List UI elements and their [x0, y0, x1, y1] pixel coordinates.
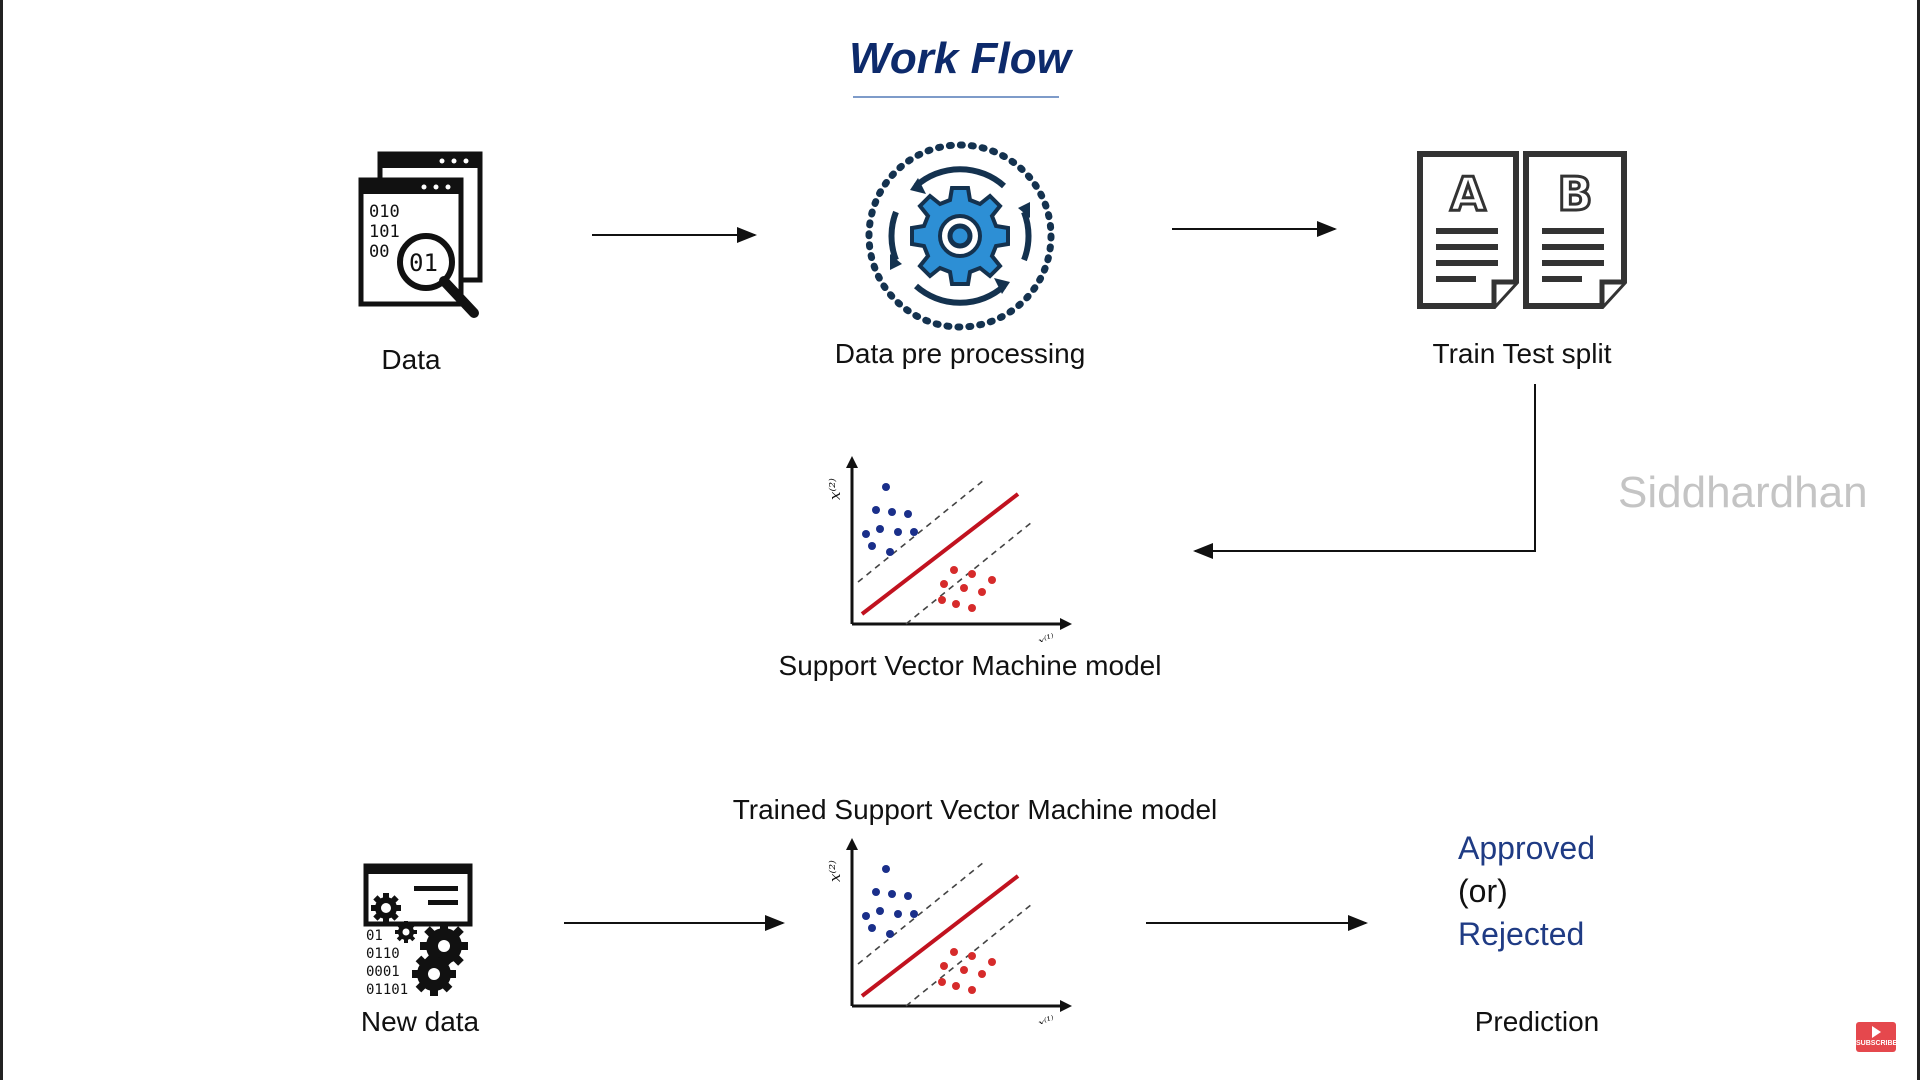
svg-text:B: B [1557, 167, 1592, 221]
step-split-label: Train Test split [1432, 338, 1612, 369]
step-preprocessing-label: Data pre processing [834, 338, 1086, 369]
svg-text:A: A [1450, 167, 1486, 221]
subscribe-label: SUBSCRIBE [1856, 1040, 1898, 1047]
step-model-label: Support Vector Machine model [778, 650, 1162, 681]
step-new-data-label: New data [360, 1006, 480, 1037]
outcome-or: (or) [1458, 873, 1508, 909]
play-icon [1871, 1026, 1881, 1038]
svg-text:01: 01 [409, 249, 438, 277]
svg-text:101: 101 [369, 222, 400, 242]
gear-process-icon [865, 141, 1055, 331]
data-file-search-icon: 010 101 00 01 [358, 151, 483, 318]
outcome-approved: Approved [1458, 830, 1595, 866]
svg-text:0001: 0001 [366, 964, 400, 980]
svg-text:x⁽²⁾: x⁽²⁾ [826, 478, 844, 500]
arrow-split-to-model [1193, 384, 1536, 559]
frame-border-right [1917, 0, 1920, 1080]
svg-text:01: 01 [366, 928, 383, 944]
svg-text:x⁽¹⁾: x⁽¹⁾ [1037, 631, 1057, 642]
svg-text:x⁽¹⁾: x⁽¹⁾ [1037, 1013, 1057, 1024]
svg-text:010: 010 [369, 202, 400, 222]
svg-text:0110: 0110 [366, 946, 400, 962]
svg-text:01101: 01101 [366, 982, 408, 998]
title-underline [853, 96, 1059, 98]
step-trained-model-label: Trained Support Vector Machine model [732, 794, 1218, 825]
svm-scatter-icon-trained: x⁽²⁾ x⁽¹⁾ [826, 838, 1072, 1024]
subscribe-icon[interactable]: SUBSCRIBE [1856, 1022, 1898, 1052]
frame-border-left [0, 0, 3, 1080]
data-gears-icon: 01 0110 0001 01101 [363, 863, 473, 998]
document-a-b-icon: A B [1417, 151, 1627, 309]
step-prediction-label: Prediction [1474, 1006, 1600, 1037]
svm-scatter-icon: x⁽²⁾ x⁽¹⁾ [826, 456, 1072, 642]
outcome-rejected: Rejected [1458, 916, 1585, 952]
svg-text:x⁽²⁾: x⁽²⁾ [826, 860, 844, 882]
svg-text:00: 00 [369, 242, 389, 262]
watermark-text: Siddhardhan [1618, 468, 1868, 517]
step-data-label: Data [381, 344, 441, 375]
page-title: Work Flow [849, 34, 1071, 83]
